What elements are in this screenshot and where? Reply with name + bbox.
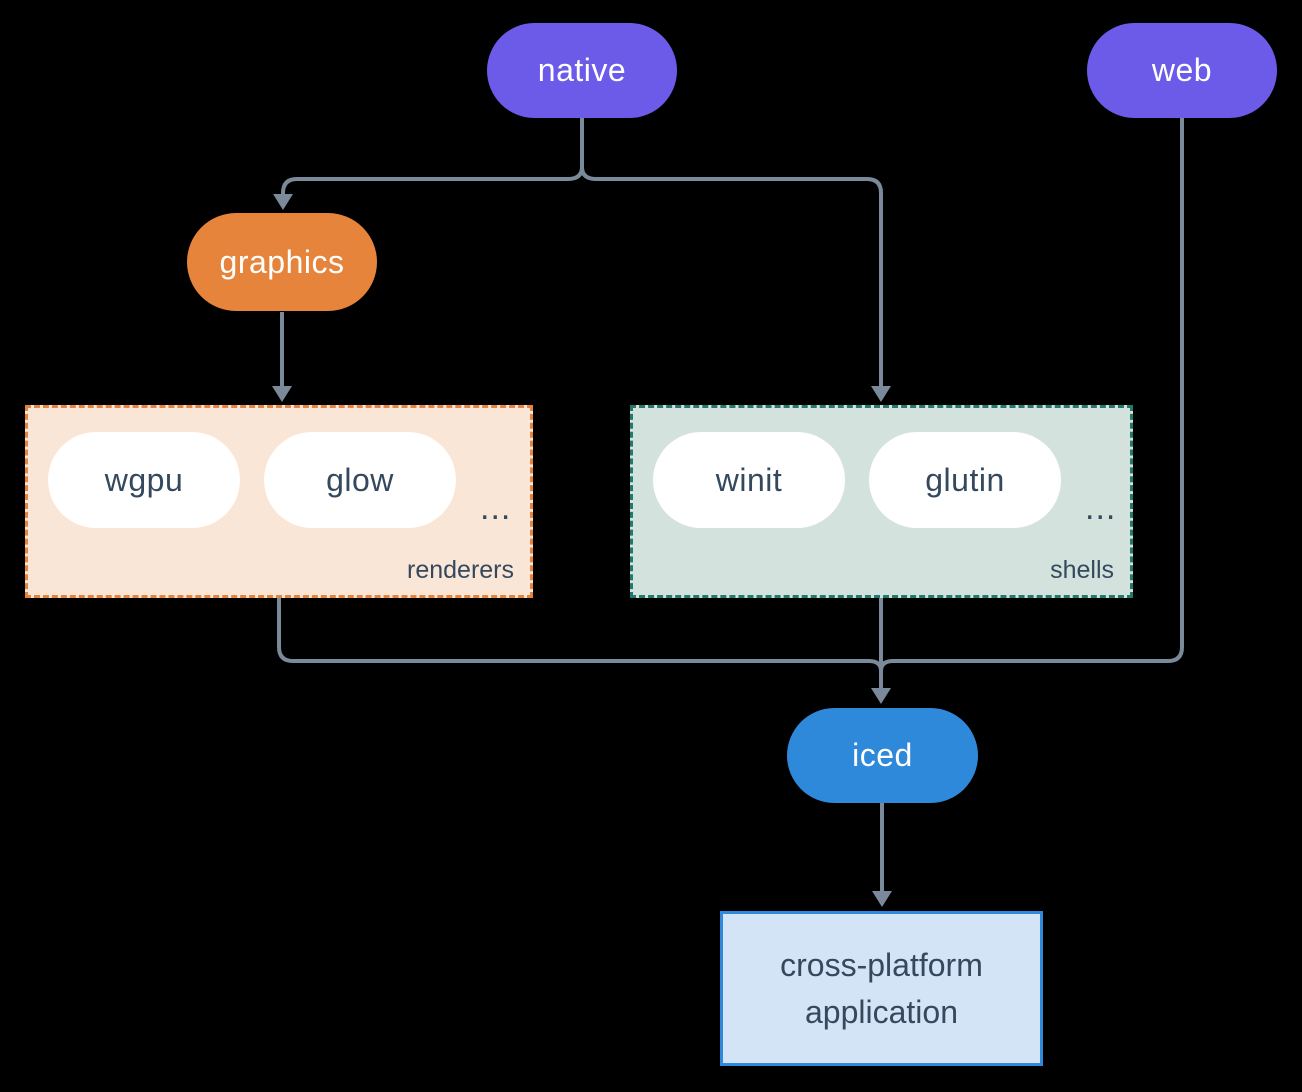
node-graphics-label: graphics bbox=[219, 243, 345, 280]
arrowhead-iced bbox=[871, 688, 891, 704]
shells-ellipsis: ... bbox=[1085, 489, 1117, 527]
pill-winit-label: winit bbox=[715, 461, 783, 498]
application-label-line2: application bbox=[805, 993, 958, 1030]
arrowhead-renderers bbox=[272, 386, 292, 402]
node-web-label: web bbox=[1151, 52, 1213, 88]
renderers-ellipsis: ... bbox=[480, 489, 512, 527]
node-native: native bbox=[487, 23, 677, 118]
arrowhead-graphics bbox=[273, 194, 293, 210]
node-iced: iced bbox=[787, 708, 978, 803]
pill-glow: glow bbox=[264, 432, 456, 528]
pill-glow-label: glow bbox=[326, 461, 394, 498]
group-shells: winit glutin ... shells bbox=[630, 405, 1133, 598]
node-web: web bbox=[1087, 23, 1277, 118]
arrowhead-application bbox=[872, 891, 892, 907]
pill-glutin-label: glutin bbox=[925, 461, 1005, 498]
pill-wgpu-label: wgpu bbox=[104, 461, 184, 498]
shells-group-label: shells bbox=[1050, 556, 1114, 584]
connector-renderers-to-merge bbox=[277, 598, 883, 672]
node-native-label: native bbox=[537, 52, 627, 88]
pill-winit: winit bbox=[653, 432, 845, 528]
group-renderers: wgpu glow ... renderers bbox=[25, 405, 533, 598]
connector-native-to-graphics bbox=[281, 118, 584, 195]
application-label-line1: cross-platform bbox=[780, 946, 983, 983]
node-iced-label: iced bbox=[852, 737, 913, 773]
node-graphics: graphics bbox=[187, 213, 377, 311]
connector-native-to-shells bbox=[580, 118, 883, 387]
node-cross-platform-application: cross-platform application bbox=[720, 911, 1043, 1066]
renderers-group-label: renderers bbox=[407, 556, 514, 584]
pill-wgpu: wgpu bbox=[48, 432, 240, 528]
arrowhead-shells bbox=[871, 386, 891, 402]
pill-glutin: glutin bbox=[869, 432, 1061, 528]
